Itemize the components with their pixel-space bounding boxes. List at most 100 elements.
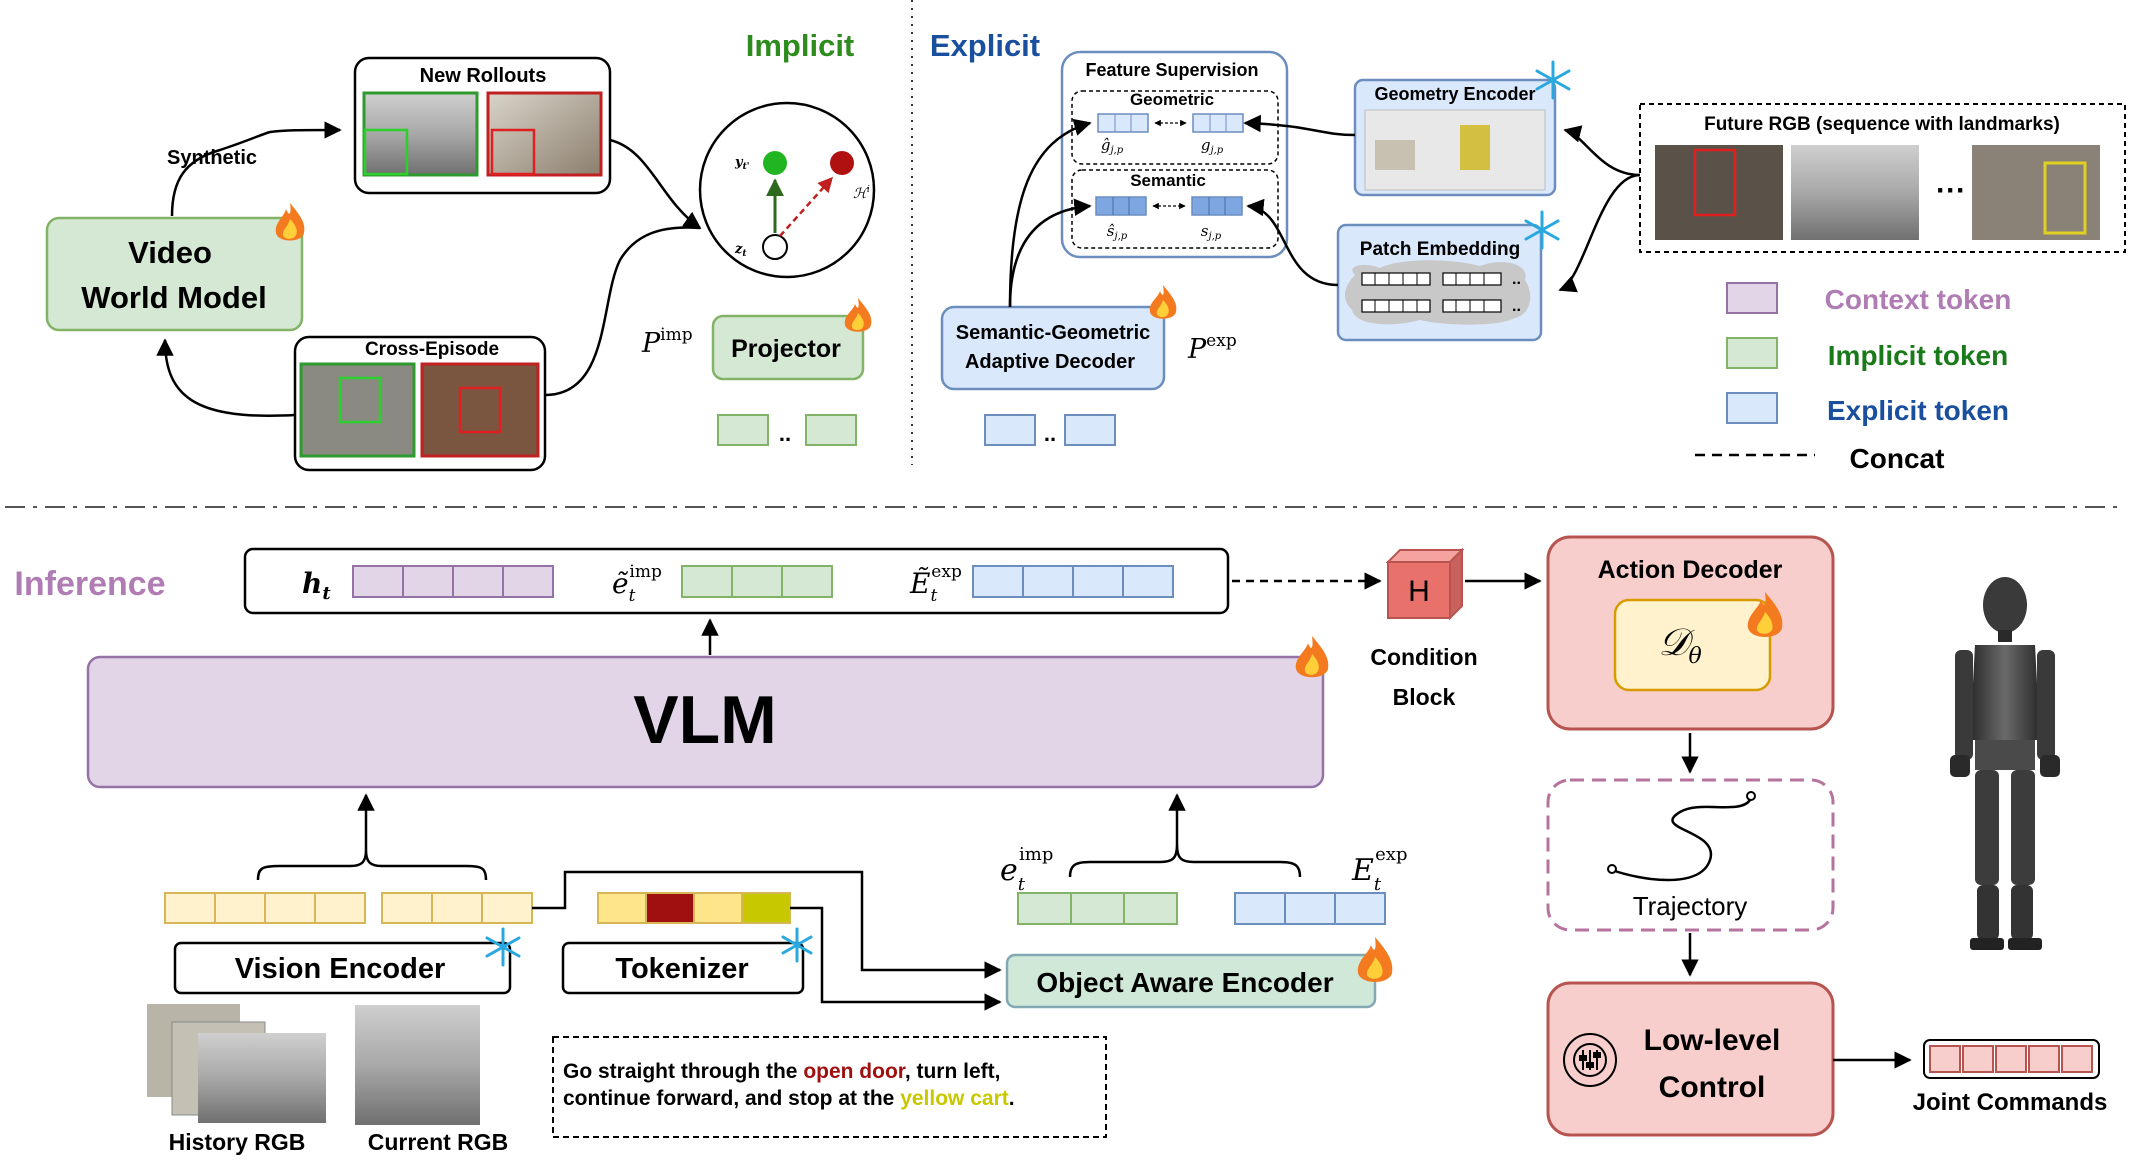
vision-token <box>431 892 483 924</box>
text-token <box>597 892 647 924</box>
implicit-token <box>805 414 857 446</box>
text-token <box>741 892 791 924</box>
snowflake-icon <box>1535 60 1571 100</box>
svg-text:Geometric: Geometric <box>1130 90 1214 109</box>
patch-embedding-box: Patch Embedding .. .. <box>1336 223 1543 342</box>
snowflake-icon <box>485 927 521 967</box>
svg-text:Projector: Projector <box>731 335 841 363</box>
explicit-token <box>1122 565 1174 598</box>
vision-token <box>481 892 533 924</box>
joint-commands: Joint Commands <box>1913 1039 2107 1116</box>
svg-text:Object Aware Encoder: Object Aware Encoder <box>1036 967 1333 998</box>
future-frame-2 <box>1791 145 1919 240</box>
implicit-token <box>781 565 833 598</box>
h-t-label: ht <box>302 567 331 604</box>
low-level-control-box: Low-level Control <box>1546 981 1835 1137</box>
new-rollouts-box: New Rollouts <box>353 56 612 195</box>
svg-text:Patch Embedding: Patch Embedding <box>1360 239 1520 260</box>
e-imp-tilde-label: ẽtimp <box>612 562 662 606</box>
fire-icon <box>1149 285 1177 319</box>
explicit-title: Explicit <box>930 28 1040 63</box>
latent-space-circle: yt' zt ℋi <box>698 101 876 279</box>
legend-swatch-explicit <box>1726 392 1778 424</box>
history-rgb-label: History RGB <box>169 1129 306 1155</box>
svg-text:Trajectory: Trajectory <box>1633 891 1748 921</box>
vision-token <box>264 892 316 924</box>
implicit-token <box>717 414 769 446</box>
future-frames-ellipsis: ··· <box>1936 174 1966 207</box>
explicit-token <box>984 414 1036 446</box>
projector-box: Projector <box>711 314 865 381</box>
video-world-model-box: Video World Model <box>45 216 304 332</box>
vision-token <box>164 892 216 924</box>
svg-text:sj,p: sj,p <box>1201 222 1222 242</box>
context-token <box>502 565 554 598</box>
future-rgb-box: Future RGB (sequence with landmarks) ··· <box>1639 103 2126 253</box>
context-token <box>452 565 504 598</box>
future-frame-1 <box>1655 145 1783 240</box>
fire-icon <box>844 298 872 332</box>
svg-text:Semantic-Geometric: Semantic-Geometric <box>956 322 1151 344</box>
latent-y-node <box>763 151 787 175</box>
svg-text:Action Decoder: Action Decoder <box>1598 556 1783 584</box>
synthetic-label: Synthetic <box>167 147 257 169</box>
latent-z-node <box>762 234 788 260</box>
fire-icon <box>1295 636 1329 678</box>
fire-icon <box>275 203 305 241</box>
video-world-model-line1: Video <box>128 235 212 270</box>
text-token <box>645 892 695 924</box>
trajectory-box: Trajectory <box>1546 778 1835 932</box>
svg-text:..: .. <box>1512 271 1521 288</box>
E-exp-tilde-label: Ẽtexp <box>909 562 962 606</box>
future-frame-3 <box>1972 145 2100 240</box>
tokenizer-box: Tokenizer <box>561 941 805 995</box>
explicit-token <box>1334 892 1386 925</box>
vision-encoder-box: Vision Encoder <box>173 941 512 995</box>
action-decoder-box: Action Decoder 𝒟θ <box>1546 535 1835 731</box>
vision-token-group-1 <box>164 892 366 924</box>
E-exp-label: Etexp <box>1351 844 1407 895</box>
context-token <box>402 565 454 598</box>
svg-text:H: H <box>1408 575 1430 608</box>
svg-text:VLM: VLM <box>633 682 777 758</box>
e-imp-label: etimp <box>1000 844 1053 895</box>
instruction-box: Go straight through the open door, turn … <box>552 1036 1107 1138</box>
svg-text:Adaptive Decoder: Adaptive Decoder <box>965 351 1135 373</box>
svg-text:Vision Encoder: Vision Encoder <box>235 953 446 985</box>
instruction-line-1: Go straight through the open door, turn … <box>563 1060 1000 1083</box>
condition-block-cube: H <box>1385 547 1465 621</box>
explicit-token <box>1022 565 1074 598</box>
implicit-token <box>1070 892 1125 925</box>
vision-token <box>381 892 433 924</box>
svg-text:Control: Control <box>1659 1071 1766 1104</box>
cross-episode-image-2 <box>420 362 540 458</box>
vision-token <box>214 892 266 924</box>
implicit-title: Implicit <box>746 28 855 63</box>
legend-label-implicit: Implicit token <box>1828 340 2008 371</box>
svg-text:Low-level: Low-level <box>1644 1024 1781 1057</box>
svg-text:ŝj,p: ŝj,p <box>1107 222 1128 242</box>
svg-text:zt: zt <box>734 242 747 259</box>
explicit-token <box>1284 892 1336 925</box>
rollout-image-1 <box>362 91 479 177</box>
token-dots: .. <box>779 421 791 446</box>
fire-icon <box>1747 592 1783 637</box>
svg-text:ĝj,p: ĝj,p <box>1101 136 1124 156</box>
trajectory-path <box>1611 799 1752 882</box>
geometry-encoder-box: Geometry Encoder <box>1353 78 1557 197</box>
output-token-bar: ht ẽtimp Ẽtexp <box>243 547 1230 615</box>
explicit-token <box>1072 565 1124 598</box>
object-aware-encoder-box: Object Aware Encoder <box>1005 953 1377 1009</box>
cross-episode-label: Cross-Episode <box>365 339 499 360</box>
svg-text:Geometry Encoder: Geometry Encoder <box>1374 84 1535 104</box>
implicit-token <box>681 565 733 598</box>
text-token-group <box>597 892 791 924</box>
explicit-token <box>972 565 1024 598</box>
instruction-line-2: continue forward, and stop at the yellow… <box>563 1087 1015 1110</box>
video-world-model-line2: World Model <box>81 280 266 315</box>
vision-token-group-2 <box>381 892 533 924</box>
p-imp-label: Pimp <box>641 325 693 359</box>
humanoid-robot-image <box>1950 577 2060 950</box>
